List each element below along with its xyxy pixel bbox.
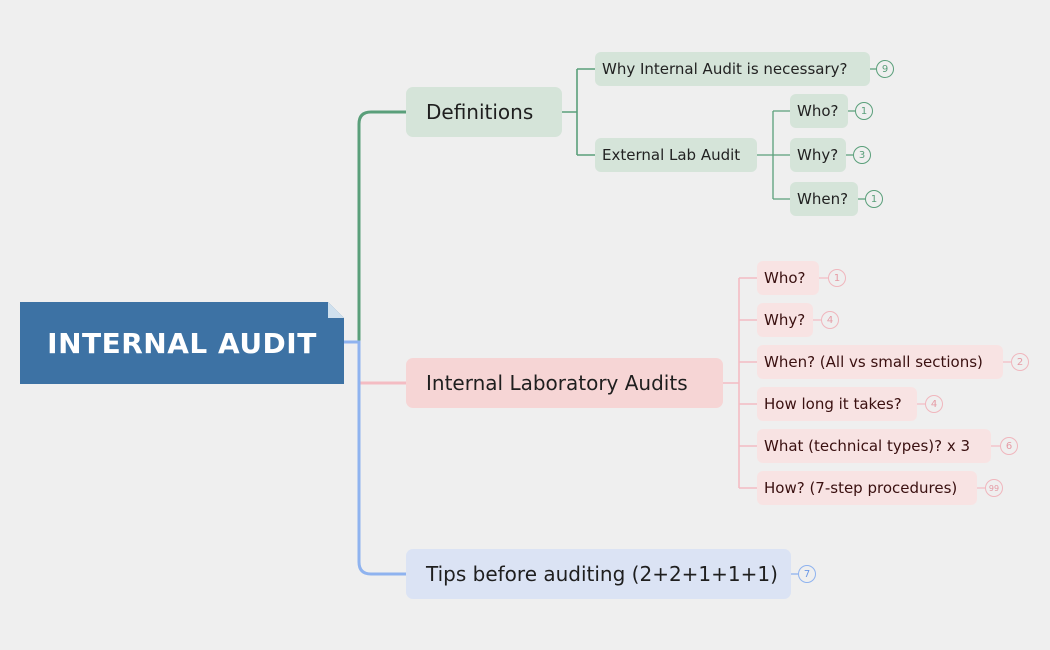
- count-badge-internal-how-long[interactable]: 4: [925, 395, 943, 413]
- topic-internal-why-label: Why?: [764, 311, 806, 329]
- page-fold-shade: [328, 302, 344, 318]
- count-badge-external-when[interactable]: 1: [865, 190, 883, 208]
- topic-external-when[interactable]: When?: [790, 182, 858, 216]
- link-green-badges: [846, 68, 876, 200]
- link-root-tips: [344, 340, 406, 576]
- topic-external-when-label: When?: [797, 190, 849, 208]
- count-badge-internal-how[interactable]: 99: [985, 479, 1003, 497]
- link-external-children: [757, 110, 790, 200]
- root-topic[interactable]: INTERNAL AUDIT: [20, 302, 344, 384]
- count-badge-internal-who[interactable]: 1: [828, 269, 846, 287]
- topic-external-lab-audit[interactable]: External Lab Audit: [595, 138, 757, 172]
- topic-internal-who-label: Who?: [764, 269, 806, 287]
- topic-external-who[interactable]: Who?: [790, 94, 848, 128]
- count-badge-why-internal-audit[interactable]: 9: [876, 60, 894, 78]
- count-badge-external-why[interactable]: 3: [853, 146, 871, 164]
- topic-internal-who[interactable]: Who?: [757, 261, 819, 295]
- topic-internal-why[interactable]: Why?: [757, 303, 813, 337]
- topic-internal-how-long[interactable]: How long it takes?: [757, 387, 917, 421]
- topic-external-who-label: Who?: [797, 102, 839, 120]
- topic-definitions[interactable]: Definitions: [406, 87, 562, 137]
- count-badge-internal-what[interactable]: 6: [1000, 437, 1018, 455]
- topic-definitions-label: Definitions: [426, 100, 534, 124]
- topic-external-lab-audit-label: External Lab Audit: [602, 146, 741, 164]
- topic-internal-laboratory-audits[interactable]: Internal Laboratory Audits: [406, 358, 723, 408]
- count-badge-tips[interactable]: 7: [798, 565, 816, 583]
- topic-internal-laboratory-audits-label: Internal Laboratory Audits: [426, 371, 688, 395]
- topic-internal-what[interactable]: What (technical types)? x 3: [757, 429, 991, 463]
- topic-internal-what-label: What (technical types)? x 3: [764, 437, 971, 455]
- count-badge-external-who[interactable]: 1: [855, 102, 873, 120]
- topic-internal-how-long-label: How long it takes?: [764, 395, 902, 413]
- topic-internal-how-label: How? (7-step procedures): [764, 479, 958, 497]
- link-pink-badges: [813, 277, 1011, 489]
- topic-tips-before-auditing-label: Tips before auditing (2+2+1+1+1): [426, 562, 778, 586]
- topic-external-why-label: Why?: [797, 146, 839, 164]
- topic-why-internal-audit[interactable]: Why Internal Audit is necessary?: [595, 52, 870, 86]
- link-internal-lab-children: [723, 277, 757, 489]
- topic-internal-when[interactable]: When? (All vs small sections): [757, 345, 1003, 379]
- root-topic-label: INTERNAL AUDIT: [47, 326, 317, 360]
- topic-internal-when-label: When? (All vs small sections): [764, 353, 983, 371]
- link-definitions-children: [562, 68, 595, 156]
- link-root-definitions: [344, 110, 406, 344]
- count-badge-internal-when[interactable]: 2: [1011, 353, 1029, 371]
- topic-external-why[interactable]: Why?: [790, 138, 846, 172]
- count-badge-internal-why[interactable]: 4: [821, 311, 839, 329]
- topic-internal-how[interactable]: How? (7-step procedures): [757, 471, 977, 505]
- topic-why-internal-audit-label: Why Internal Audit is necessary?: [602, 60, 848, 78]
- link-root-internal-lab: [344, 340, 406, 385]
- topic-tips-before-auditing[interactable]: Tips before auditing (2+2+1+1+1): [406, 549, 791, 599]
